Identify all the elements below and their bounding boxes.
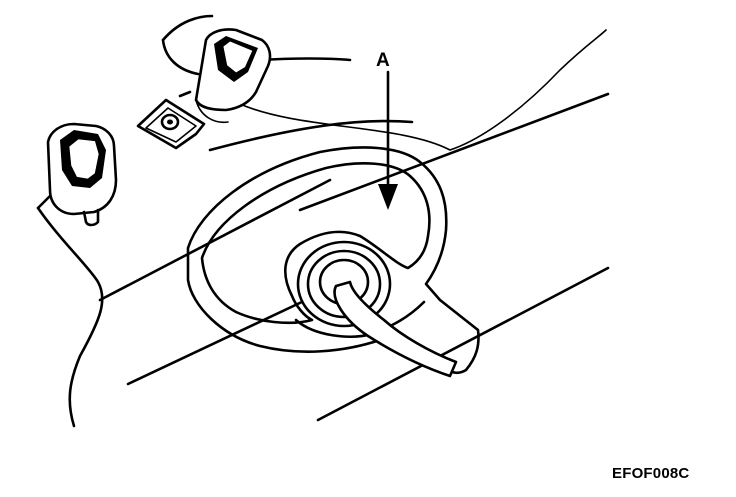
seat-belt-buckle-upper <box>194 28 272 124</box>
callout-arrow <box>378 70 398 210</box>
seat-belt-buckle-left <box>46 122 118 227</box>
anchor-bolt-bracket <box>136 90 206 150</box>
floor-panel-ribs <box>98 92 610 422</box>
callout-label-a: A <box>376 50 390 71</box>
figure-code: EFOF008C <box>612 465 690 482</box>
seat-cushion-outline <box>36 14 607 428</box>
grommet-plug <box>296 240 458 378</box>
